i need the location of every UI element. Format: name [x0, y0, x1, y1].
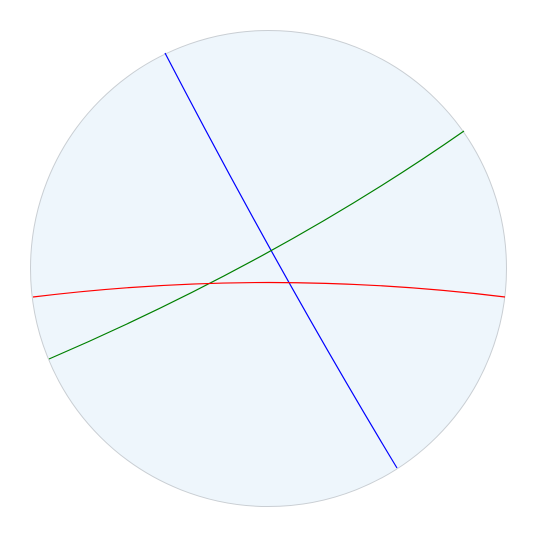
blue-geodesic — [164, 52, 398, 469]
red-geodesic — [32, 281, 506, 298]
disk-boundary — [30, 30, 507, 507]
green-geodesic — [48, 130, 465, 360]
